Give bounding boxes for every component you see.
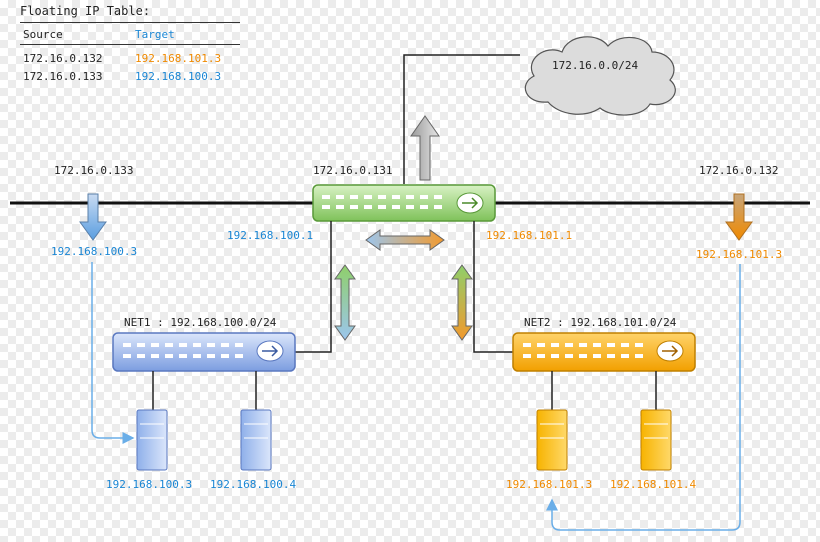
floating-left-arrow-icon (79, 193, 107, 241)
cloud-label: 172.16.0.0/24 (552, 59, 639, 72)
server-icon (240, 409, 272, 471)
table-header-source: Source (23, 28, 63, 41)
router-net2-link (473, 221, 515, 353)
net2-server-links (551, 371, 657, 410)
table-row-target: 192.168.101.3 (135, 52, 222, 65)
floating-left-mapping-line (91, 262, 135, 444)
table-top-rule (20, 22, 240, 23)
server-icon (640, 409, 672, 471)
net2-host-b-ip: 192.168.101.4 (610, 478, 697, 491)
net1-host-a-ip: 192.168.100.3 (106, 478, 193, 491)
floating-right-mapping-line (546, 264, 741, 531)
net2-label: NET2 : 192.168.101.0/24 (524, 316, 677, 329)
net2-route-arrow-icon (451, 264, 473, 341)
floating-left-private-ip: 192.168.100.3 (51, 245, 138, 258)
table-row-source: 172.16.0.133 (23, 70, 103, 83)
net2-gateway-ip: 192.168.101.1 (486, 229, 573, 242)
net-route-arrow-icon (365, 229, 445, 251)
floating-right-arrow-icon (725, 193, 753, 241)
uplink-line (403, 54, 520, 184)
cloud-icon (524, 36, 676, 116)
router-icon (312, 184, 496, 222)
table-row-target: 192.168.100.3 (135, 70, 222, 83)
floating-right-public-ip: 172.16.0.132 (699, 164, 779, 177)
upstream-arrow-icon (410, 115, 440, 181)
router-public-ip: 172.16.0.131 (313, 164, 393, 177)
net1-switch-icon (112, 332, 296, 372)
server-icon (536, 409, 568, 471)
table-header-rule (20, 44, 240, 45)
net1-gateway-ip: 192.168.100.1 (227, 229, 314, 242)
server-icon (136, 409, 168, 471)
net2-host-a-ip: 192.168.101.3 (506, 478, 593, 491)
floating-right-private-ip: 192.168.101.3 (696, 248, 783, 261)
net1-host-b-ip: 192.168.100.4 (210, 478, 297, 491)
net1-label: NET1 : 192.168.100.0/24 (124, 316, 277, 329)
net2-switch-icon (512, 332, 696, 372)
floating-left-public-ip: 172.16.0.133 (54, 164, 134, 177)
table-header-target: Target (135, 28, 175, 41)
router-net1-link (295, 221, 332, 353)
table-row-source: 172.16.0.132 (23, 52, 103, 65)
net1-server-links (152, 371, 257, 410)
table-title: Floating IP Table: (20, 4, 151, 18)
net1-route-arrow-icon (334, 264, 356, 341)
